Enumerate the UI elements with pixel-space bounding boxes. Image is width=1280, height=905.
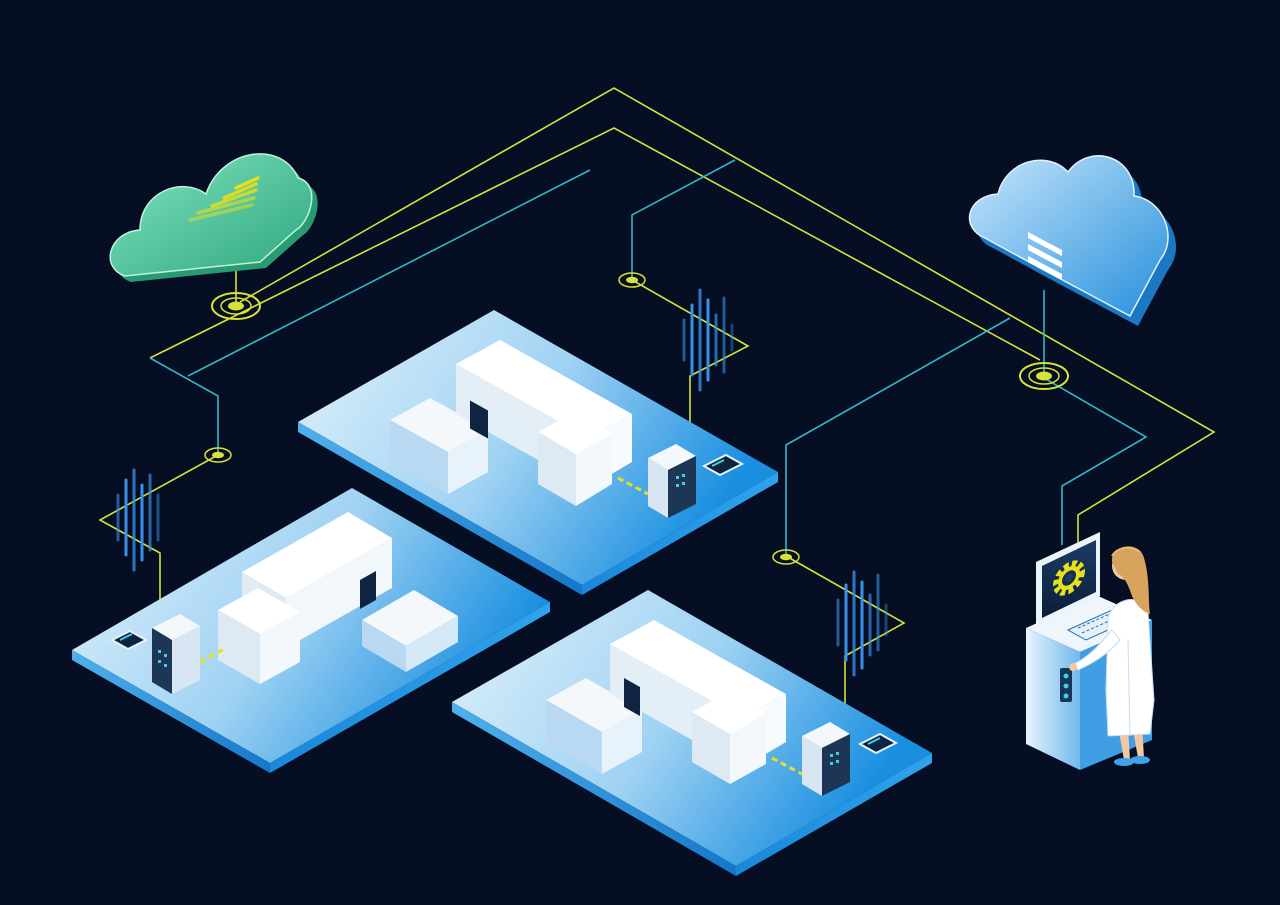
storage-unit xyxy=(390,398,488,494)
node-junction-top xyxy=(618,272,646,288)
link-teal-mid xyxy=(785,317,1011,556)
controller-cabinet xyxy=(152,614,200,694)
network-nodes xyxy=(204,272,1069,565)
link-teal-left xyxy=(149,357,219,455)
link-teal-cross xyxy=(187,169,591,377)
node-hub-green xyxy=(211,292,261,320)
cloud-storage xyxy=(968,155,1176,326)
link-drop-top xyxy=(631,279,750,440)
node-junction-bottom xyxy=(772,549,800,565)
node-junction-left xyxy=(204,447,232,463)
monitor xyxy=(1036,532,1100,626)
signal-wave-bottom xyxy=(836,570,888,677)
production-line-bottom xyxy=(452,590,932,876)
storage-unit xyxy=(546,678,642,774)
controller-cabinet xyxy=(648,444,696,518)
storage-unit xyxy=(362,590,458,672)
link-teal-storage xyxy=(1043,377,1148,545)
gear-icon xyxy=(1053,560,1085,596)
signal-wave-left xyxy=(116,468,160,572)
injection-machine xyxy=(218,512,392,684)
cloud-analytics xyxy=(109,153,318,282)
operator-person xyxy=(1069,546,1155,766)
node-hub-blue xyxy=(1019,362,1069,390)
operator-terminal xyxy=(1026,532,1155,770)
control-panel-screen xyxy=(701,453,745,477)
signal-wave-top xyxy=(682,288,734,392)
connection-lines xyxy=(98,87,1216,718)
control-panel-screen xyxy=(109,629,149,651)
injection-machine xyxy=(456,340,632,506)
link-teal-top xyxy=(631,159,736,280)
server-stack-icon xyxy=(1028,232,1062,280)
link-drop-left xyxy=(98,454,219,618)
production-line-left xyxy=(72,488,550,773)
controller-cabinet xyxy=(802,722,850,796)
link-inner-yellow xyxy=(149,127,1041,361)
bar-chart-icon xyxy=(188,176,260,222)
production-line-top xyxy=(298,310,778,595)
link-outer-yellow xyxy=(239,87,1216,545)
injection-machine xyxy=(610,620,786,784)
control-panel-screen xyxy=(857,732,899,755)
